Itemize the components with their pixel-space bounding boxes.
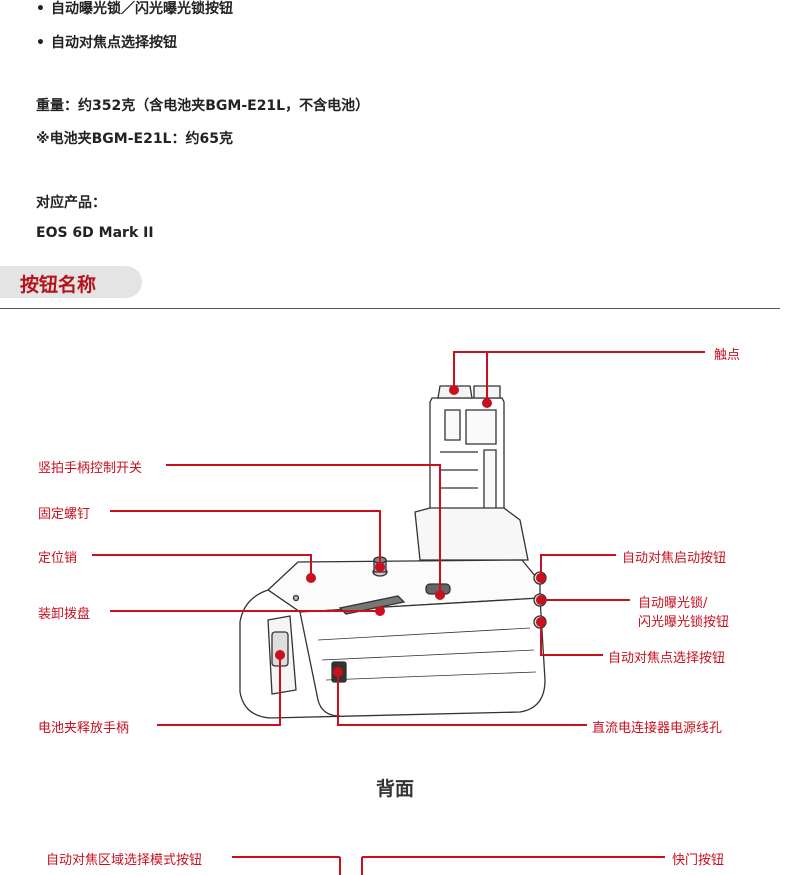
grip-weight-text: ※电池夹BGM-E21L：约65克	[36, 131, 233, 147]
callout-release-dial: 装卸拨盘	[38, 607, 91, 622]
callout-ae-lock-line1: 自动曝光锁/	[638, 596, 708, 611]
bullet-dot: •	[36, 1, 45, 17]
section-tab	[0, 266, 142, 298]
section-divider	[0, 308, 780, 309]
bullet-text: 自动曝光锁／闪光曝光锁按钮	[50, 1, 233, 17]
callout-dc-hole: 直流电连接器电源线孔	[592, 721, 723, 736]
battery-grip-diagram	[92, 351, 705, 875]
compat-label: 对应产品：	[36, 195, 106, 211]
callout-ae-lock-line2: 闪光曝光锁按钮	[638, 615, 730, 630]
compat-product: EOS 6D Mark II	[36, 225, 154, 241]
callout-battery-handle: 电池夹释放手柄	[38, 721, 130, 736]
callout-af-start: 自动对焦启动按钮	[622, 551, 727, 566]
callout-vertical-switch: 竖拍手柄控制开关	[38, 461, 143, 476]
callout-contacts: 触点	[714, 348, 741, 363]
section-title: 按钮名称	[20, 274, 97, 296]
bullet-dot: •	[36, 35, 45, 51]
callout-locating-pin: 定位销	[38, 551, 78, 566]
callout-af-point: 自动对焦点选择按钮	[608, 651, 726, 666]
diagram-caption: 背面	[375, 778, 414, 800]
callout-fixing-screw: 固定螺钉	[38, 507, 91, 522]
callout-af-area: 自动对焦区域选择模式按钮	[46, 853, 203, 868]
bullet-ae-lock: • 自动曝光锁／闪光曝光锁按钮	[36, 0, 233, 18]
weight-text: 重量：约352克（含电池夹BGM-E21L，不含电池）	[36, 98, 370, 114]
callout-shutter: 快门按钮	[672, 853, 725, 868]
bullet-af-point: • 自动对焦点选择按钮	[36, 32, 177, 52]
bullet-text: 自动对焦点选择按钮	[50, 35, 177, 51]
